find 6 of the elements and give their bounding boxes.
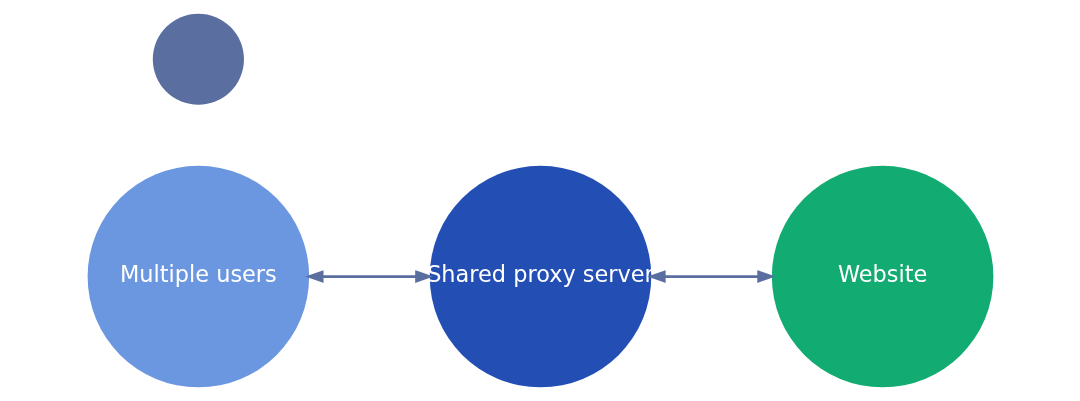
arrow (304, 270, 433, 283)
arrow (646, 270, 776, 283)
node-circle (152, 13, 244, 105)
node-circle: Website (771, 165, 993, 388)
node-circle: Multiple users (87, 165, 309, 388)
node-circle: Shared proxy server (429, 165, 651, 388)
